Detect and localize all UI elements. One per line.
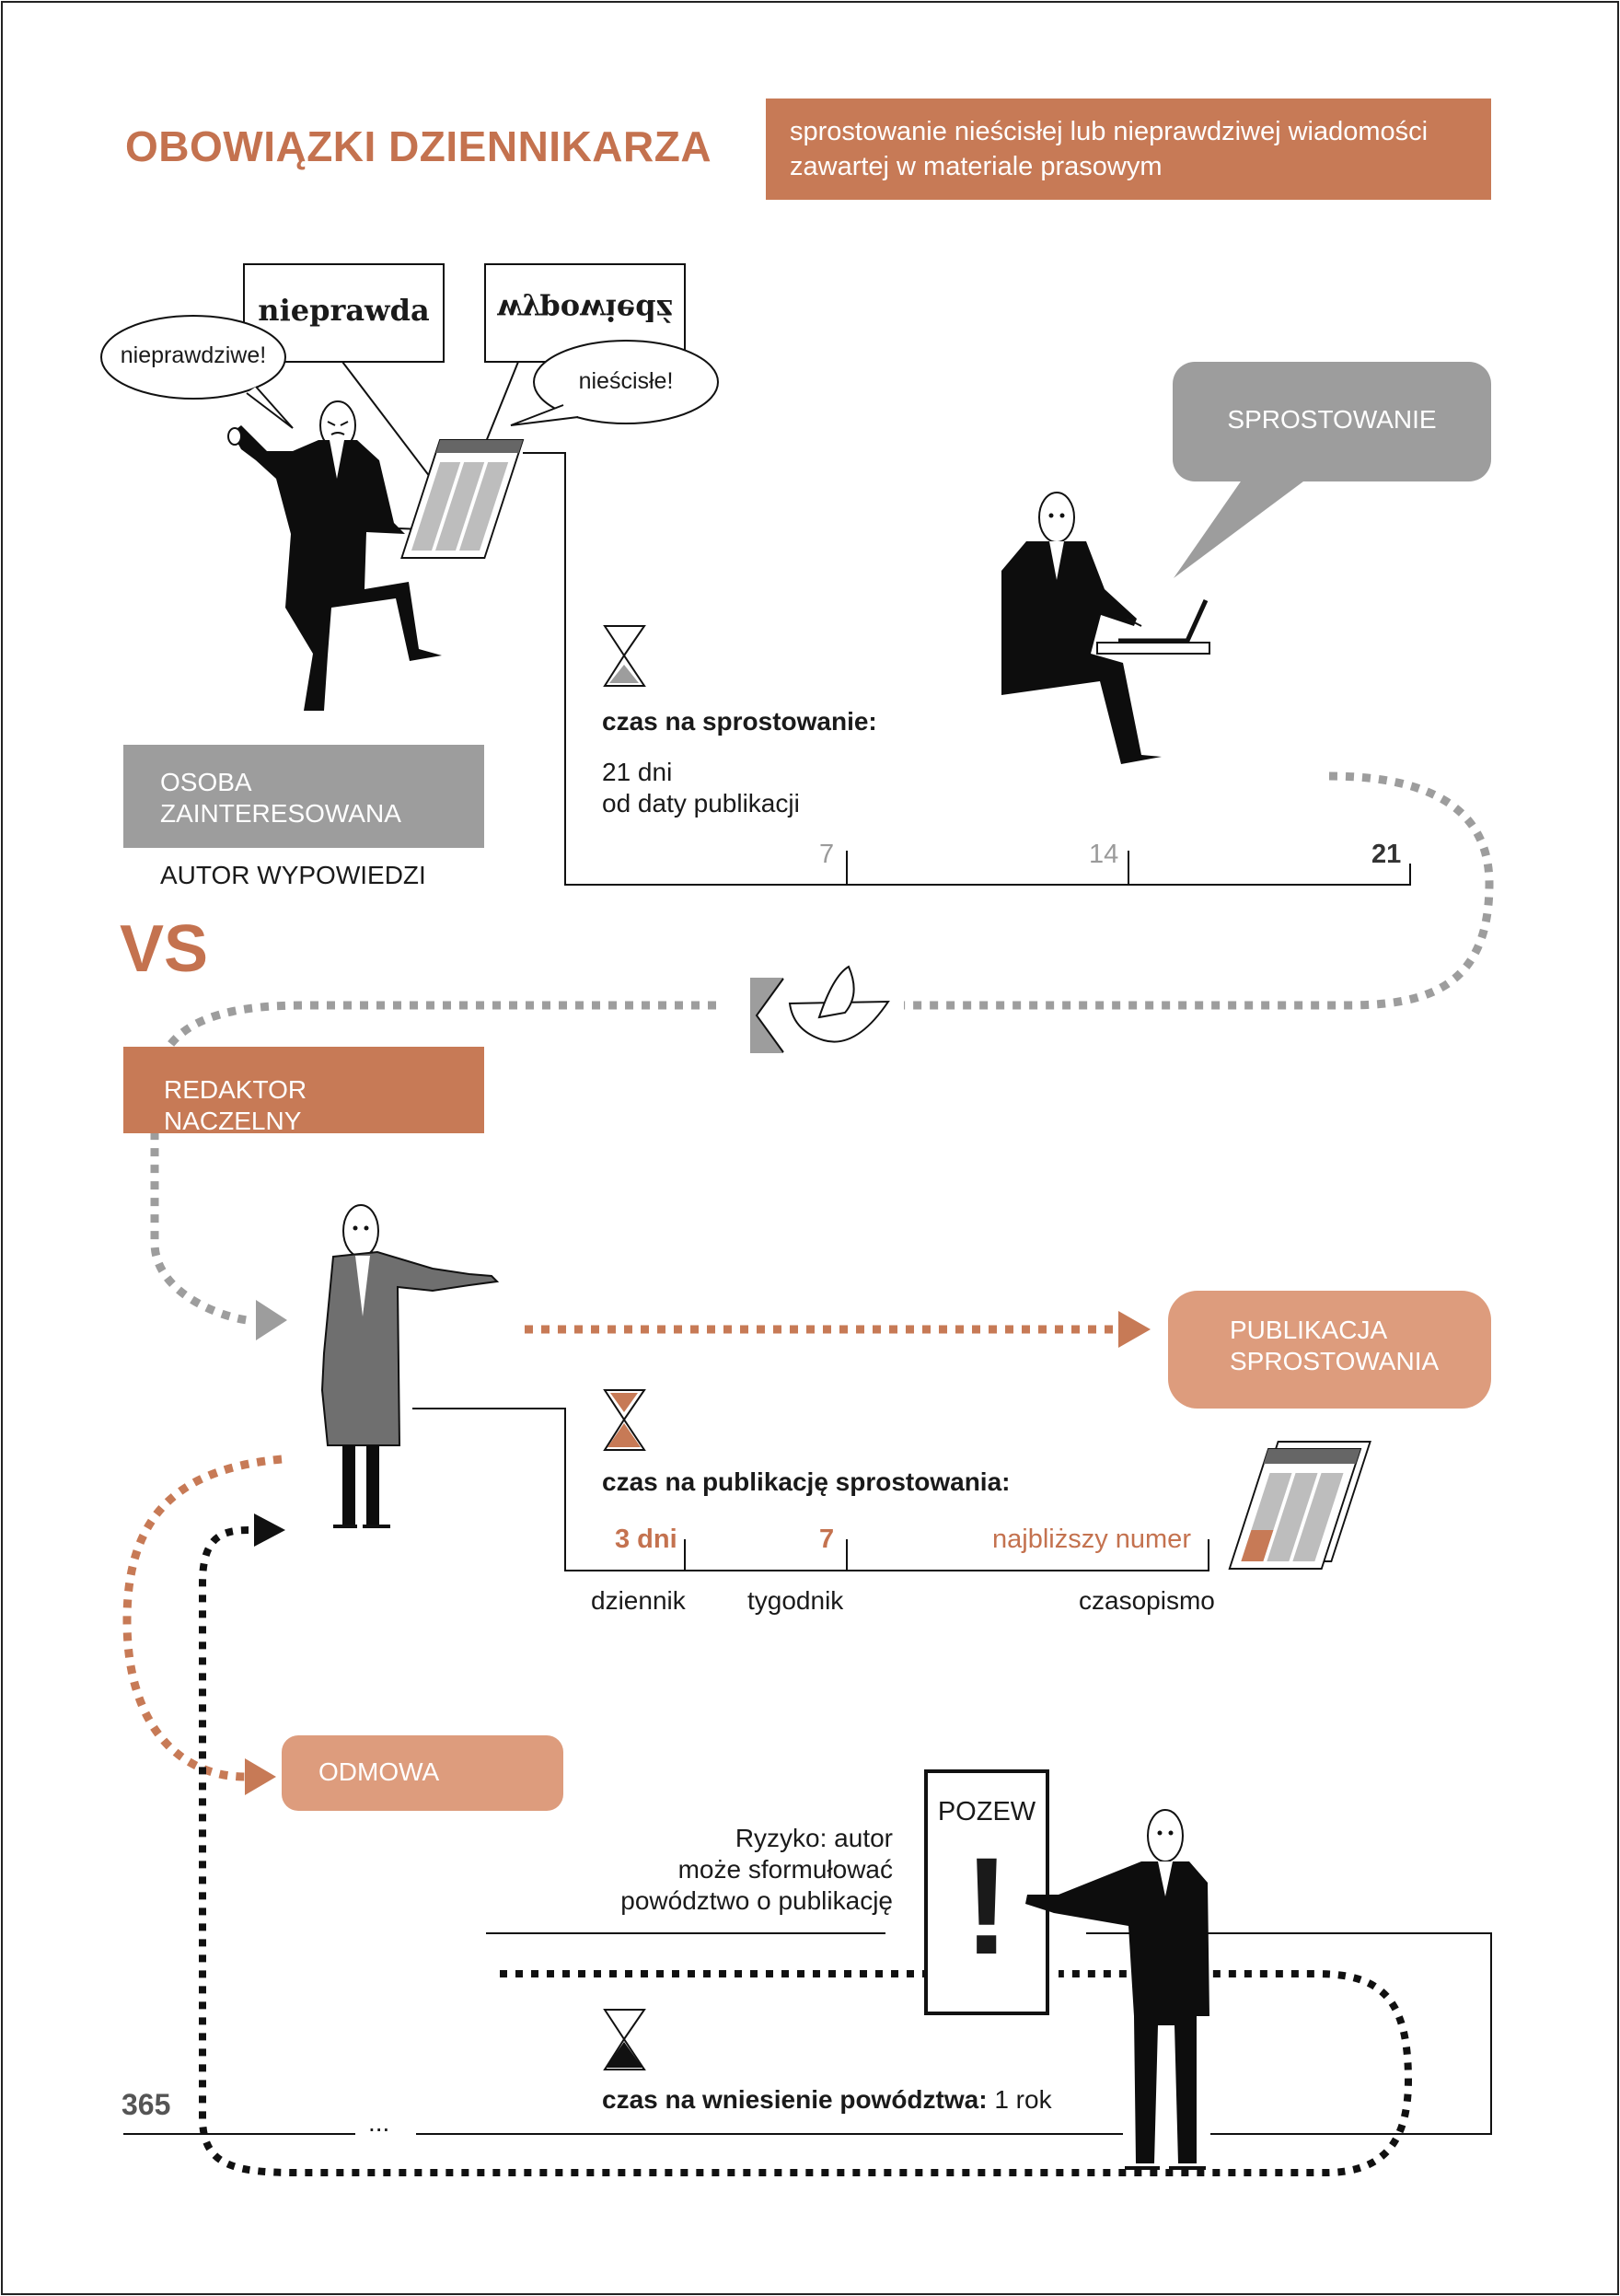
tick-weekly-label: tygodnik [747, 1586, 844, 1615]
arrowhead-rust-right [1118, 1311, 1151, 1348]
tick-magazine-label: czasopismo [1079, 1586, 1215, 1615]
arrowhead-black [254, 1513, 285, 1547]
dotted-path-rust [122, 1455, 283, 1781]
envelope-boat-icon [750, 965, 890, 1053]
tick-7-label: 7 [819, 840, 835, 869]
pozew-sign-shape [924, 1769, 1049, 2015]
tick-14-label: 14 [1089, 840, 1119, 869]
newspaper-stack-icon [1228, 1441, 1371, 1570]
page-number: 365 [122, 2088, 171, 2121]
hourglass-black-icon [603, 2009, 646, 2070]
time-correction-from: od daty publikacji [602, 789, 800, 818]
sprostowanie-bubble-text: SPROSTOWANIE [1227, 405, 1437, 434]
odmowa-text: ODMOWA [318, 1757, 440, 1786]
typing-man-figure [1001, 492, 1210, 764]
subtitle-box: sprostowanie nieścisłej lub nieprawdziwe… [766, 99, 1491, 200]
pozew-text: POZEW [937, 1797, 1036, 1826]
tick-weekly-value: 7 [819, 1525, 835, 1554]
tick-daily-value: 3 dni [615, 1525, 677, 1554]
time-correction-heading: czas na sprostowanie: [602, 707, 877, 736]
tick-magazine-value: najbliższy numer [992, 1525, 1191, 1554]
dotted-loop-black [199, 1526, 1413, 2176]
sprostowanie-bubble-shape [1173, 362, 1491, 578]
publication-box-text: PUBLIKACJA SPROSTOWANIA [1230, 1316, 1440, 1375]
interested-person-box: OSOBA ZAINTERESOWANA [123, 745, 484, 848]
tick-21-label: 21 [1371, 840, 1402, 869]
bubble-left-text: nieprawdziwe! [120, 342, 267, 368]
sign-pointer-left [341, 361, 443, 493]
newspaper-held [400, 439, 525, 559]
bubble-right-shape [510, 340, 719, 426]
pozew-exclamation: ! [964, 1828, 1010, 1983]
editor-figure [320, 1204, 500, 1528]
time-lawsuit-heading: czas na wniesienie powództwa: [602, 2085, 988, 2114]
timeline-1-line [523, 452, 1411, 886]
time-lawsuit-line: czas na wniesienie powództwa: 1 rok [602, 2084, 1052, 2116]
arrowhead-rust-odmowa [245, 1758, 276, 1795]
hourglass-grey-icon [603, 625, 646, 687]
publication-box-shape [1168, 1291, 1491, 1409]
lawsuit-man-figure [1025, 1809, 1209, 2170]
odmowa-box-shape [282, 1735, 563, 1811]
refusal-frame-right [1086, 1932, 1492, 2135]
bubble-right-text: nieścisłe! [578, 368, 674, 394]
angry-man-figure [227, 400, 442, 711]
sign-left-text: nieprawda [258, 293, 430, 328]
risk-line-1: Ryzyko: autor [735, 1824, 893, 1852]
time-lawsuit-value: 1 rok [994, 2085, 1052, 2114]
bubble-left-shape [100, 315, 294, 429]
arrowhead-grey [256, 1300, 287, 1340]
editor-box: REDAKTOR NACZELNY [123, 1047, 484, 1135]
ellipsis: ... [368, 2108, 390, 2137]
sign-right-text: wypowiedź [497, 293, 673, 328]
hourglass-rust-icon [603, 1389, 646, 1451]
page-title: OBOWIĄZKI DZIENNIKARZA [125, 122, 712, 170]
tick-daily-label: dziennik [591, 1586, 686, 1615]
author-label: AUTOR WYPOWIEDZI [160, 861, 426, 889]
time-correction-days: 21 dni [602, 758, 673, 786]
time-publication-heading: czas na publikację sprostowania: [602, 1467, 1011, 1496]
risk-line-2: może sformułować [677, 1855, 893, 1884]
risk-line-3: powództwo o publikację [620, 1886, 893, 1915]
dotted-path-grey-top [904, 771, 1494, 1010]
vs-label: VS [120, 912, 209, 986]
timeline-2-line [412, 1408, 1209, 1571]
